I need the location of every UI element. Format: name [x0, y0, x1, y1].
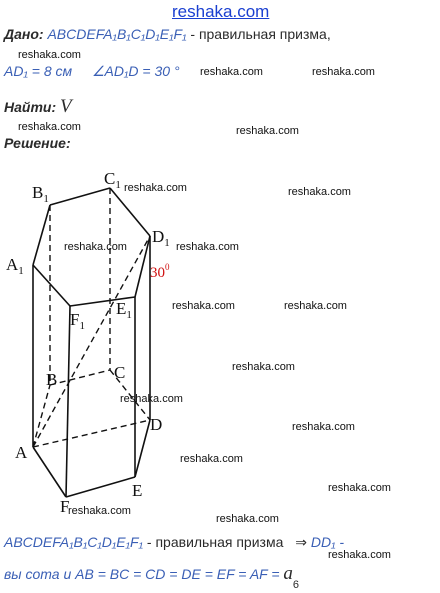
solution-line-1: ABCDEFA₁B₁C₁D₁E₁F₁ - правильная призма ⇒… — [4, 534, 344, 551]
watermark: reshaka.com — [200, 66, 263, 78]
watermark: reshaka.com — [236, 125, 299, 137]
given-prism: ABCDEFA₁B₁C₁D₁E₁F₁ — [47, 26, 187, 42]
label-f: F — [60, 497, 69, 516]
solution-line: Решение: — [4, 135, 71, 151]
watermark: reshaka.com — [328, 482, 391, 494]
label-e: E — [132, 481, 142, 500]
watermark: reshaka.com — [120, 393, 183, 405]
label-e1: E1 — [116, 299, 132, 321]
angle-symbol: ∠ — [91, 63, 105, 79]
watermark: reshaka.com — [292, 421, 355, 433]
edge-e-d — [134, 419, 151, 478]
edge-f1-a1 — [32, 264, 71, 307]
edge-c-d — [109, 369, 151, 421]
edge-d1-e1 — [134, 235, 151, 298]
angle-label: 300 — [150, 262, 170, 281]
label-a1: A1 — [6, 255, 24, 277]
watermark: reshaka.com — [124, 182, 187, 194]
watermark: reshaka.com — [68, 505, 131, 517]
find-value: V — [60, 96, 72, 117]
label-d: D — [150, 415, 162, 434]
edge-a-f — [32, 446, 67, 498]
edge-b-c — [49, 369, 111, 386]
side-a: a — [283, 563, 293, 584]
diagonal-a-d1 — [32, 235, 151, 448]
given-measure: AD₁ = 8 см — [4, 63, 73, 79]
watermark: reshaka.com — [18, 49, 81, 61]
hexagonal-prism-figure: B1 C1 D1 A1 F1 E1 B C D A F E 300 — [6, 169, 170, 516]
given-line: Дано: ABCDEFA₁B₁C₁D₁E₁F₁ - правильная пр… — [4, 26, 331, 42]
given-text: - правильная призма, — [186, 26, 331, 42]
label-b: B — [46, 370, 57, 389]
watermark: reshaka.com — [312, 66, 375, 78]
edge-a-b — [32, 384, 51, 448]
bottom-tail: DD₁ - — [306, 534, 345, 550]
bottom-line2: вы сота и AB = BC = CD = DE = EF = AF = — [4, 566, 284, 582]
watermark: reshaka.com — [176, 241, 239, 253]
bottom-text: - правильная призма — [143, 534, 284, 550]
watermark: reshaka.com — [64, 241, 127, 253]
edge-b1-c1 — [49, 187, 111, 206]
label-b1: B1 — [32, 183, 49, 205]
label-f1: F1 — [70, 310, 85, 332]
edge-e1-f1 — [69, 296, 136, 307]
given-measure-line: AD₁ = 8 см ∠AD₁D = 30 ° — [4, 63, 180, 80]
implies-arrow: ⇒ — [295, 534, 307, 550]
watermark: reshaka.com — [284, 300, 347, 312]
bottom-prism: ABCDEFA₁B₁C₁D₁E₁F₁ — [4, 534, 144, 550]
site-title[interactable]: reshaka.com — [172, 2, 270, 21]
watermark: reshaka.com — [18, 121, 81, 133]
watermark: reshaka.com — [288, 186, 351, 198]
watermark: reshaka.com — [328, 549, 391, 561]
label-c: C — [114, 363, 125, 382]
watermark: reshaka.com — [216, 513, 279, 525]
edge-f-f1 — [65, 305, 71, 498]
find-label: Найти: — [4, 99, 57, 115]
given-angle: AD₁D = 30 ° — [104, 63, 180, 79]
label-a: A — [15, 443, 28, 462]
edge-c1-d1 — [109, 187, 151, 237]
solution-line-2: вы сота и AB = BC = CD = DE = EF = AF = … — [4, 563, 299, 591]
side-a-sub: 6 — [292, 579, 300, 591]
edge-f-e — [65, 476, 136, 498]
find-line: Найти: V — [4, 96, 72, 118]
given-label: Дано: — [4, 26, 44, 42]
solution-label: Решение: — [4, 135, 71, 151]
label-d1: D1 — [152, 227, 170, 249]
label-c1: C1 — [104, 169, 121, 191]
diagonal-a-d — [32, 419, 151, 448]
watermark: reshaka.com — [180, 453, 243, 465]
watermark: reshaka.com — [172, 300, 235, 312]
edge-a1-b1 — [32, 204, 51, 266]
watermark: reshaka.com — [232, 361, 295, 373]
